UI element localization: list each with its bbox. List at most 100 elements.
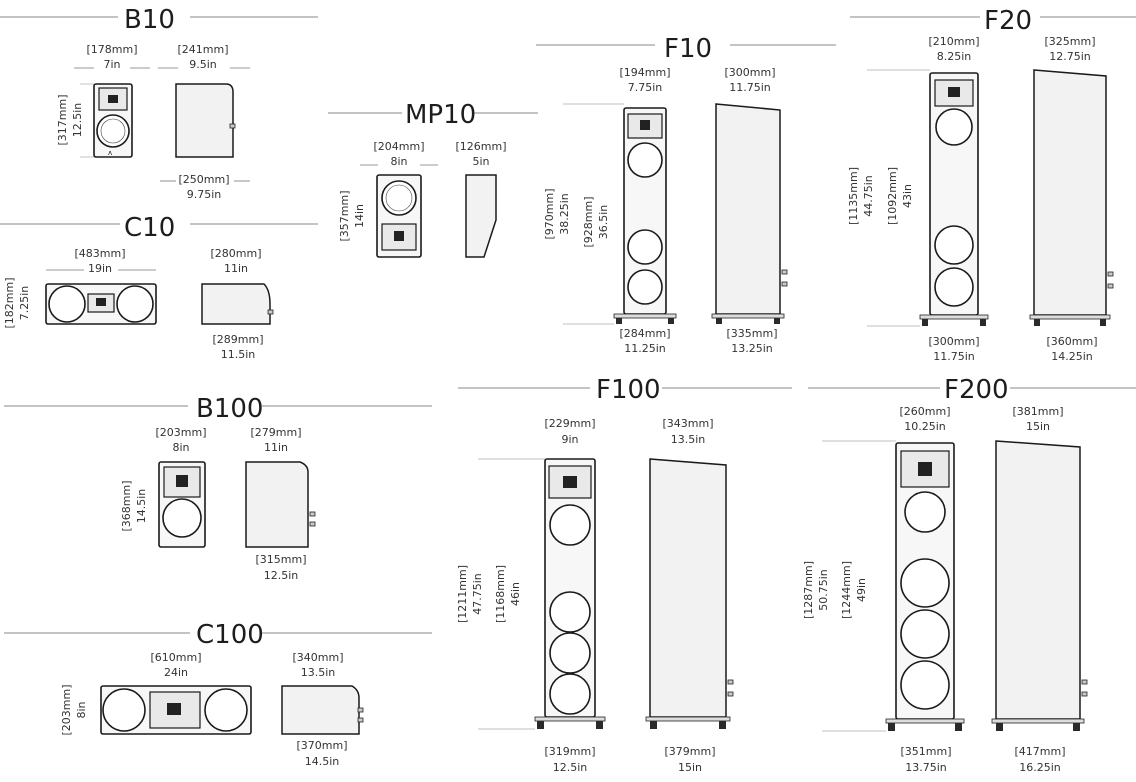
c100-depth-mm: [340mm] (292, 651, 343, 664)
mp10-front-width-mm: [204mm] (373, 140, 424, 153)
mp10-woofer-cone (385, 184, 413, 212)
f200-group: F200 [260mm] 10.25in [381mm] 15in [1287m… (802, 375, 1136, 774)
f100-base-depth-in: 15in (678, 761, 702, 774)
f10-tweeter-icon (640, 120, 650, 130)
f10-base-width-mm: [284mm] (619, 327, 670, 340)
c100-side-cabinet (281, 685, 360, 735)
f10-foot-left (616, 318, 622, 324)
b100-group: B100 [203mm] 8in [279mm] 11in [368mm] 14… (4, 394, 432, 582)
f100-side-foot-right (719, 721, 726, 729)
f20-bass-woofer-2-icon (934, 267, 974, 307)
f20-height-cab-mm: [1092mm] (886, 167, 899, 225)
c10-base-depth-in: 11.5in (221, 348, 256, 361)
f20-base-width-in: 11.75in (933, 350, 975, 363)
b10-front-width-mm: [178mm] (86, 43, 137, 56)
c10-front-width-in: 19in (88, 262, 112, 275)
f20-front-width-mm: [210mm] (928, 35, 979, 48)
f20-title: F20 (984, 6, 1032, 36)
f10-foot-right (668, 318, 674, 324)
c10-height-in: 7.25in (18, 286, 31, 321)
b100-binding-post-bottom-icon (309, 521, 316, 527)
f200-binding-post-top-icon (1081, 679, 1088, 685)
c100-woofer-left-icon (102, 688, 146, 732)
f100-bass-woofer-2-icon (549, 632, 591, 674)
f10-height-total-mm: [970mm] (543, 188, 556, 239)
f100-tweeter-icon (563, 476, 577, 488)
b100-height-mm: [368mm] (120, 480, 133, 531)
f20-foot-left (922, 319, 928, 326)
f100-base-width-mm: [319mm] (544, 745, 595, 758)
c10-woofer-right-icon (116, 285, 154, 323)
f20-bass-woofer-1-icon (934, 225, 974, 265)
c100-base-depth-in: 14.5in (305, 755, 340, 768)
mp10-depth-mm: [126mm] (455, 140, 506, 153)
b10-front-width-in: 7in (103, 58, 120, 71)
f100-side-cabinet (649, 458, 727, 718)
f200-base-depth-mm: [417mm] (1014, 745, 1065, 758)
f100-height-total-mm: [1211mm] (456, 565, 469, 623)
f10-side-cabinet (715, 103, 781, 315)
f200-height-cab-mm: [1244mm] (840, 561, 853, 619)
f20-plinth (919, 314, 989, 320)
f200-bass-woofer-1-icon (900, 558, 950, 608)
b100-front-width-in: 8in (172, 441, 189, 454)
f10-group: F10 [194mm] 7.75in [300mm] 11.75in [970m… (536, 34, 836, 355)
f100-bass-woofer-1-icon (549, 591, 591, 633)
b100-tweeter-icon (176, 475, 188, 487)
b10-tweeter-icon (108, 95, 118, 103)
c100-woofer-right-icon (204, 688, 248, 732)
mp10-front-width-in: 8in (390, 155, 407, 168)
b10-woofer-icon (96, 114, 130, 148)
b10-depth-mm: [241mm] (177, 43, 228, 56)
f200-bass-woofer-2-icon (900, 609, 950, 659)
b100-depth-in: 11in (264, 441, 288, 454)
b100-woofer-icon (162, 498, 202, 538)
f200-base-width-mm: [351mm] (900, 745, 951, 758)
f200-side-foot-right (1073, 723, 1080, 731)
f100-height-total-in: 47.75in (471, 573, 484, 615)
c100-tweeter-icon (167, 703, 181, 715)
f100-foot-right (596, 721, 603, 729)
f20-mid-woofer-icon (935, 108, 973, 146)
c10-base-depth-mm: [289mm] (212, 333, 263, 346)
f200-foot-right (955, 723, 962, 731)
b100-side-cabinet (245, 461, 309, 548)
f20-height-cab-in: 43in (901, 184, 914, 208)
f20-side-foot-left (1034, 319, 1040, 326)
f20-binding-post-bottom-icon (1107, 283, 1114, 289)
b100-depth-mm: [279mm] (250, 426, 301, 439)
f200-base-depth-in: 16.25in (1019, 761, 1061, 774)
mp10-depth-in: 5in (472, 155, 489, 168)
mp10-woofer-icon (381, 180, 417, 216)
f100-title: F100 (596, 375, 661, 405)
f20-base-depth-in: 14.25in (1051, 350, 1093, 363)
c10-woofer-left-icon (48, 285, 86, 323)
mp10-title: MP10 (405, 100, 476, 130)
c100-binding-post-top-icon (357, 707, 364, 713)
mp10-height-in: 14in (353, 204, 366, 228)
c100-front-width-mm: [610mm] (150, 651, 201, 664)
c100-front-width-in: 24in (164, 666, 188, 679)
f10-base-depth-mm: [335mm] (726, 327, 777, 340)
f100-binding-post-top-icon (727, 679, 734, 685)
c10-depth-in: 11in (224, 262, 248, 275)
f100-base-width-in: 12.5in (553, 761, 588, 774)
f100-front-width-mm: [229mm] (544, 417, 595, 430)
c100-group: C100 [610mm] 24in [340mm] 13.5in [203mm]… (4, 620, 432, 768)
f100-height-cab-mm: [1168mm] (494, 565, 507, 623)
f20-base-width-mm: [300mm] (928, 335, 979, 348)
b10-base-depth-in: 9.75in (187, 188, 222, 201)
f10-side-foot-right (774, 318, 780, 324)
f20-height-total-in: 44.75in (862, 175, 875, 217)
f200-depth-in: 15in (1026, 420, 1050, 433)
f20-tweeter-icon (948, 87, 960, 97)
f20-front-width-in: 8.25in (937, 50, 972, 63)
b10-group: B10 [178mm] 7in [241mm] 9.5in [317mm] 12… (0, 5, 318, 201)
f10-height-cab-mm: [928mm] (582, 196, 595, 247)
mp10-height-mm: [357mm] (338, 190, 351, 241)
f100-side-plinth (645, 716, 731, 722)
f100-mid-woofer-icon (549, 504, 591, 546)
b10-binding-post-icon (229, 123, 236, 129)
b10-height-in: 12.5in (71, 103, 84, 138)
